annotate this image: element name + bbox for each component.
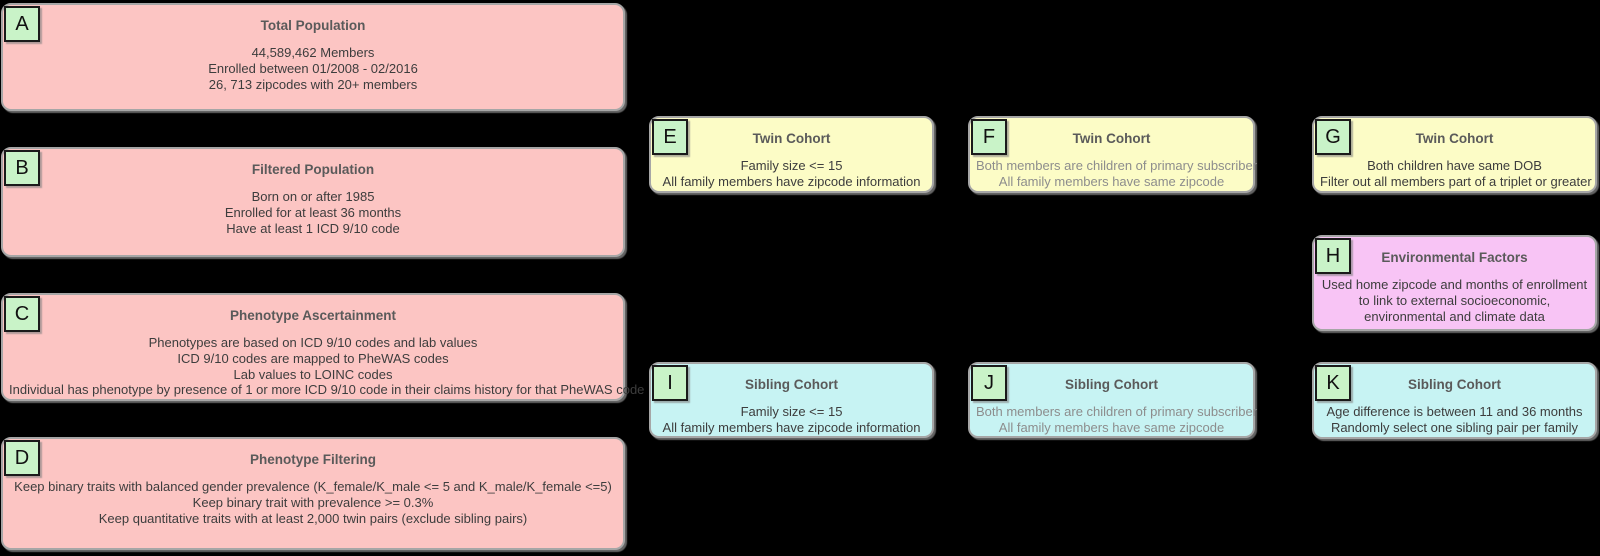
node-j-title: Sibling Cohort: [1065, 377, 1158, 392]
badge-f: F: [971, 119, 1007, 155]
node-f-line-1: Both members are children of primary sub…: [976, 158, 1258, 173]
node-i-sibling-cohort: I Sibling Cohort Family size <= 15 All f…: [649, 362, 934, 438]
badge-a: A: [4, 6, 40, 42]
node-d-line-2: Keep binary trait with prevalence >= 0.3…: [192, 494, 434, 510]
badge-c: C: [4, 296, 40, 332]
node-j-body: Both members are children of primary sub…: [970, 404, 1258, 436]
node-i-body: Family size <= 15 All family members hav…: [651, 404, 932, 436]
node-i-line-1: Family size <= 15: [740, 404, 843, 419]
node-e-line-1: Family size <= 15: [740, 158, 843, 173]
node-h-body: Used home zipcode and months of enrollme…: [1314, 277, 1595, 324]
badge-h: H: [1315, 238, 1351, 274]
node-j-line-1: Both members are children of primary sub…: [976, 404, 1258, 419]
node-c-body: Phenotypes are based on ICD 9/10 codes a…: [3, 335, 645, 398]
node-f-body: Both members are children of primary sub…: [970, 158, 1258, 190]
node-i-line-2: All family members have zipcode informat…: [662, 419, 921, 435]
node-d-line-3: Keep quantitative traits with at least 2…: [98, 510, 528, 526]
node-a-line-2: Enrolled between 01/2008 - 02/2016: [208, 60, 418, 76]
node-a-body: 44,589,462 Members Enrolled between 01/2…: [3, 45, 623, 92]
badge-j: J: [971, 365, 1007, 401]
node-b-line-3: Have at least 1 ICD 9/10 code: [226, 220, 400, 236]
node-c-line-4: Individual has phenotype by presence of …: [9, 382, 645, 398]
node-b-body: Born on or after 1985 Enrolled for at le…: [3, 189, 623, 236]
node-a-line-3: 26, 713 zipcodes with 20+ members: [208, 76, 418, 92]
node-c-line-3: Lab values to LOINC codes: [233, 366, 393, 382]
node-k-sibling-cohort: K Sibling Cohort Age difference is betwe…: [1312, 362, 1597, 439]
node-f-title: Twin Cohort: [1072, 131, 1151, 146]
node-f-line-2: All family members have same zipcode: [998, 173, 1225, 189]
node-b-title: Filtered Population: [251, 162, 375, 177]
node-d-phenotype-filtering: D Phenotype Filtering Keep binary traits…: [1, 437, 625, 550]
node-g-twin-cohort: G Twin Cohort Both children have same DO…: [1312, 116, 1597, 193]
node-a-title: Total Population: [260, 18, 366, 33]
node-h-environmental-factors: H Environmental Factors Used home zipcod…: [1312, 235, 1597, 331]
node-k-line-1: Age difference is between 11 and 36 mont…: [1326, 404, 1583, 419]
node-d-body: Keep binary traits with balanced gender …: [3, 479, 623, 526]
node-b-line-1: Born on or after 1985: [251, 189, 375, 204]
node-e-body: Family size <= 15 All family members hav…: [651, 158, 932, 190]
node-i-title: Sibling Cohort: [745, 377, 838, 392]
node-k-line-2: Randomly select one sibling pair per fam…: [1330, 419, 1579, 435]
node-g-line-2: Filter out all members part of a triplet…: [1320, 173, 1592, 189]
node-c-phenotype-ascertainment: C Phenotype Ascertainment Phenotypes are…: [1, 293, 645, 401]
node-h-line-1: Used home zipcode and months of enrollme…: [1321, 277, 1588, 324]
badge-g: G: [1315, 119, 1351, 155]
node-a-total-population: A Total Population 44,589,462 Members En…: [1, 3, 625, 111]
node-j-line-2: All family members have same zipcode: [998, 419, 1225, 435]
node-b-line-2: Enrolled for at least 36 months: [224, 204, 402, 220]
node-g-title: Twin Cohort: [1415, 131, 1494, 146]
node-k-body: Age difference is between 11 and 36 mont…: [1314, 404, 1595, 436]
node-d-line-1: Keep binary traits with balanced gender …: [14, 479, 612, 494]
node-e-title: Twin Cohort: [752, 131, 831, 146]
node-e-twin-cohort: E Twin Cohort Family size <= 15 All fami…: [649, 116, 934, 193]
node-j-sibling-cohort: J Sibling Cohort Both members are childr…: [968, 362, 1258, 438]
badge-d: D: [4, 440, 40, 476]
node-b-filtered-population: B Filtered Population Born on or after 1…: [1, 147, 625, 257]
node-k-title: Sibling Cohort: [1408, 377, 1501, 392]
badge-e: E: [652, 119, 688, 155]
node-f-twin-cohort: F Twin Cohort Both members are children …: [968, 116, 1258, 193]
node-d-title: Phenotype Filtering: [249, 452, 376, 467]
node-c-title: Phenotype Ascertainment: [229, 308, 397, 323]
node-h-title: Environmental Factors: [1381, 250, 1528, 265]
node-e-line-2: All family members have zipcode informat…: [662, 173, 921, 189]
node-c-line-2: ICD 9/10 codes are mapped to PheWAS code…: [177, 350, 449, 366]
badge-b: B: [4, 150, 40, 186]
node-c-line-1: Phenotypes are based on ICD 9/10 codes a…: [148, 335, 478, 350]
badge-k: K: [1315, 365, 1351, 401]
badge-i: I: [652, 365, 688, 401]
node-g-body: Both children have same DOB Filter out a…: [1314, 158, 1595, 190]
node-g-line-1: Both children have same DOB: [1367, 158, 1542, 173]
node-a-line-1: 44,589,462 Members: [251, 45, 375, 60]
